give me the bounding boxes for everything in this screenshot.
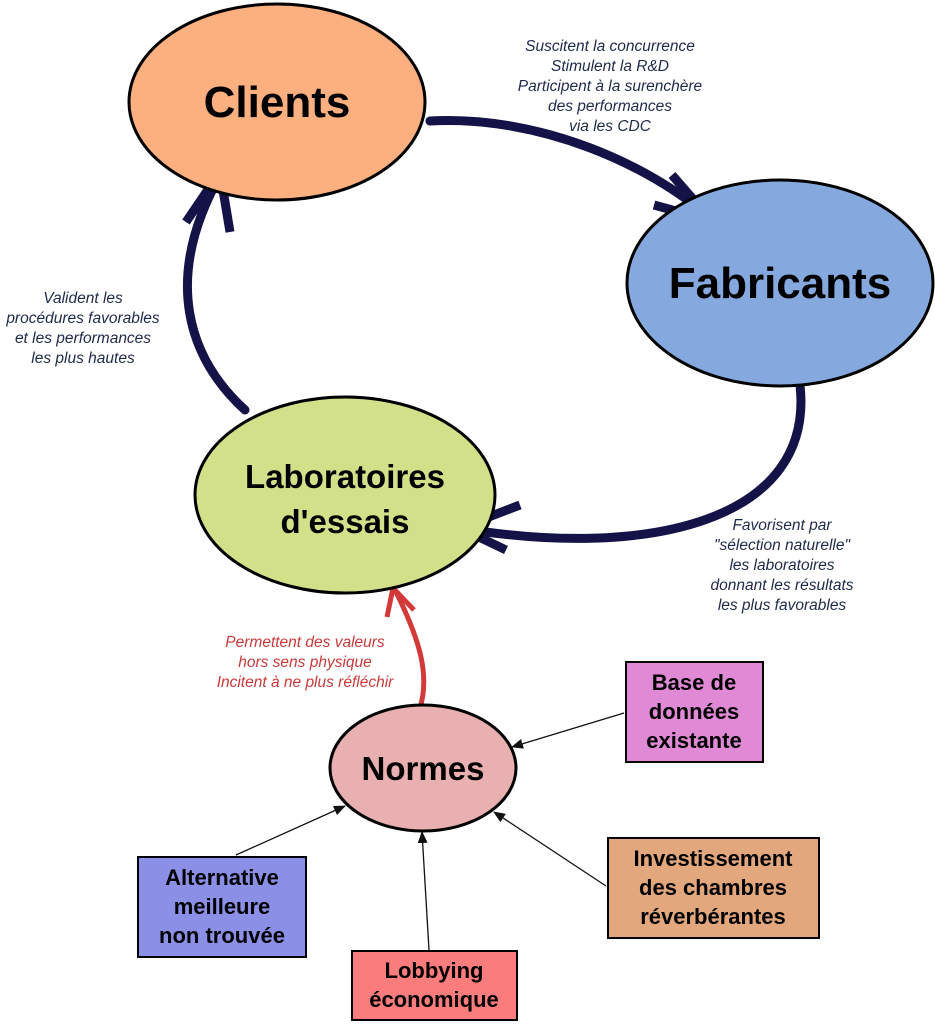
box-base-donnees: Base de données existante: [625, 661, 764, 763]
annotation-nl-line3: Incitent à ne plus réfléchir: [217, 674, 394, 691]
annotation-nl-line2: hors sens physique: [238, 654, 372, 671]
box-base-line3: existante: [646, 728, 741, 753]
annotation-lc-line3: et les performances: [15, 330, 151, 347]
box-lobbying-line1: Lobbying: [385, 958, 484, 983]
annotation-normes-labs: Permettent des valeurs hors sens physiqu…: [217, 634, 394, 691]
node-clients-label: Clients: [204, 78, 351, 127]
node-laboratoires-label-line1: Laboratoires: [245, 458, 445, 495]
box-investissement: Investissement des chambres réverbérante…: [607, 837, 820, 939]
annotation-fl-line1: Favorisent par: [732, 517, 832, 534]
annotation-cf-line2: Stimulent la R&D: [551, 58, 669, 75]
arrow-investissement-to-normes: [493, 811, 607, 887]
box-alternative-line1: Alternative: [165, 865, 279, 890]
box-base-line2: données: [649, 699, 739, 724]
arrow-fabricants-to-labs: [455, 380, 806, 543]
node-fabricants-label: Fabricants: [669, 259, 892, 308]
annotation-labs-clients: Valident les procédures favorables et le…: [5, 290, 160, 367]
arrow-clients-to-fabricants: [425, 116, 715, 223]
box-investissement-line2: des chambres: [639, 875, 787, 900]
node-laboratoires-label-line2: d'essais: [281, 503, 410, 540]
box-lobbying-line2: économique: [369, 987, 499, 1012]
annotation-nl-line1: Permettent des valeurs: [225, 634, 385, 651]
annotation-fl-line2: "sélection naturelle": [714, 537, 851, 554]
node-normes: Normes: [328, 703, 518, 833]
annotation-cf-line4: des performances: [548, 98, 672, 115]
arrow-lobbying-to-normes: [417, 831, 430, 951]
annotation-fabricants-labs: Favorisent par "sélection naturelle" les…: [710, 517, 853, 614]
box-lobbying: Lobbying économique: [351, 950, 518, 1021]
box-investissement-line3: réverbérantes: [640, 904, 786, 929]
annotation-cf-line3: Participent à la surenchère: [518, 78, 703, 95]
annotation-clients-fabricants: Suscitent la concurrence Stimulent la R&…: [518, 38, 703, 135]
arrow-normes-to-labs: [392, 587, 427, 711]
arrow-base-to-normes: [511, 712, 625, 749]
annotation-lc-line4: les plus hautes: [31, 350, 135, 367]
annotation-cf-line5: via les CDC: [569, 118, 652, 135]
arrow-labs-to-clients: [183, 167, 250, 415]
box-alternative: Alternative meilleure non trouvée: [137, 856, 307, 958]
annotation-fl-line5: les plus favorables: [718, 597, 847, 614]
annotation-lc-line1: Valident les: [43, 290, 123, 307]
node-laboratoires: Laboratoires d'essais: [193, 395, 497, 595]
annotation-fl-line3: les laboratoires: [729, 557, 834, 574]
annotation-lc-line2: procédures favorables: [5, 310, 160, 327]
node-normes-label: Normes: [362, 750, 485, 787]
node-clients: Clients: [127, 2, 427, 202]
box-base-line1: Base de: [652, 670, 736, 695]
arrow-alternative-to-normes: [235, 805, 346, 856]
box-investissement-line1: Investissement: [634, 846, 794, 871]
box-alternative-line2: meilleure: [174, 894, 271, 919]
annotation-cf-line1: Suscitent la concurrence: [525, 38, 695, 55]
node-fabricants: Fabricants: [625, 178, 935, 388]
annotation-fl-line4: donnant les résultats: [710, 577, 853, 594]
box-alternative-line3: non trouvée: [159, 923, 285, 948]
